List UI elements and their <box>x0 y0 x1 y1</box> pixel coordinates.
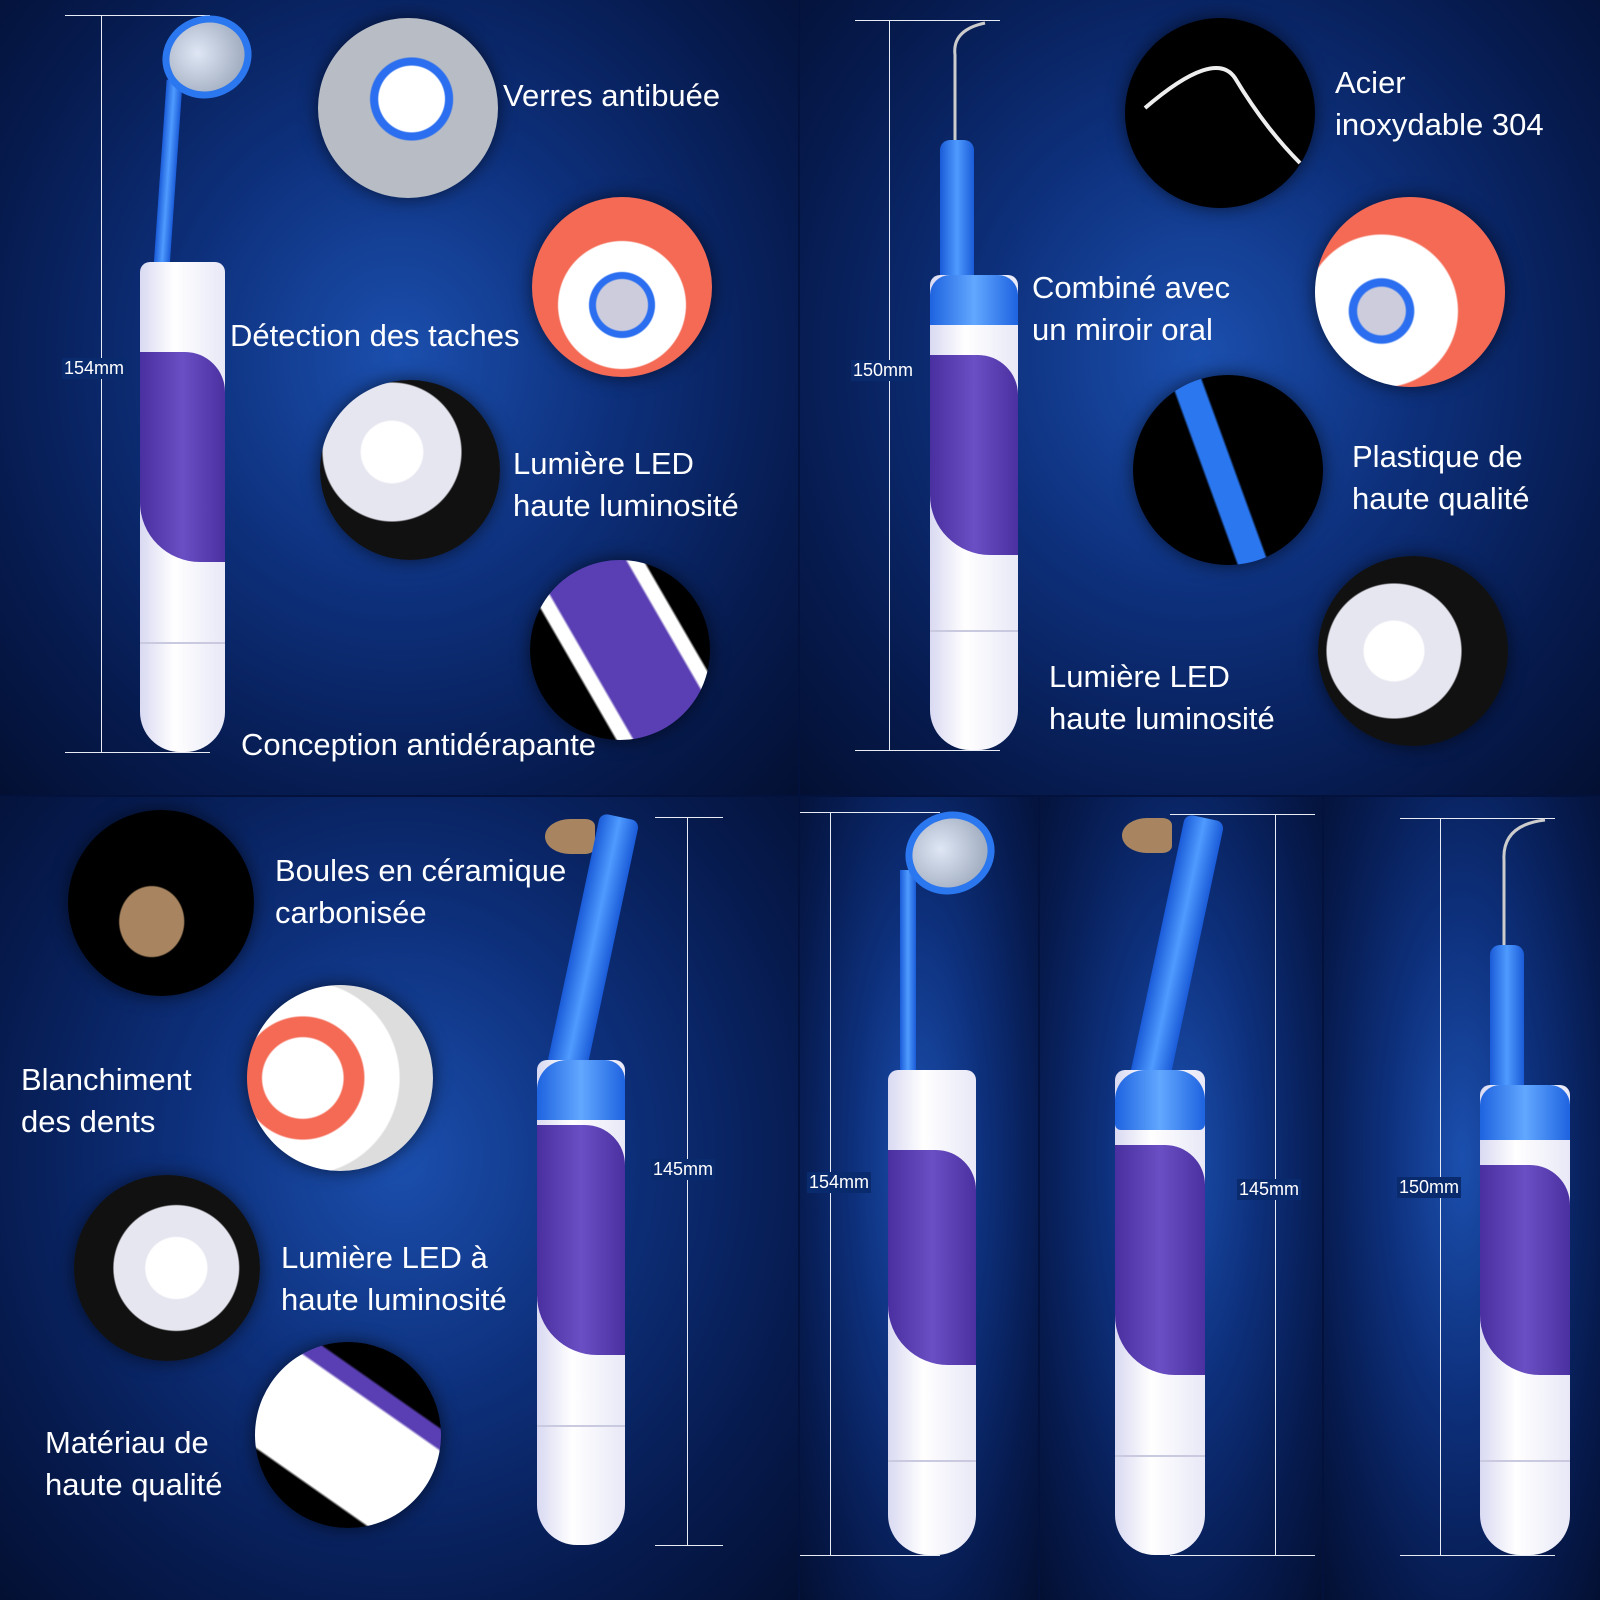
feature-antifog: Verres antibuée <box>503 78 721 113</box>
feature-image-antifog <box>318 18 498 198</box>
feature-plastic: Plastique de haute qualité <box>1352 439 1530 516</box>
ceramic-tip <box>545 819 595 854</box>
length-label-polisher: 145mm <box>1237 1179 1302 1200</box>
tool-handle <box>1115 1070 1205 1555</box>
feature-combined: Combiné avec un miroir oral <box>1032 270 1231 347</box>
feature-whitening: Blanchiment des dents <box>21 1062 192 1139</box>
feature-stain-detection: Détection des taches <box>230 318 520 353</box>
tool-handle <box>140 262 225 752</box>
tool-handle <box>888 1070 976 1555</box>
panel-mirror: 154mm Verres antibuée Détection des tach… <box>0 0 798 795</box>
feature-led: Lumière LED haute luminosité <box>1049 659 1275 736</box>
feature-led: Lumière LED haute luminosité <box>513 446 739 523</box>
panel-probe: 150mm Acier inoxydable 304 Combiné avec … <box>800 0 1600 795</box>
panel-polisher: 145mm Boules en céramique carbonisée Bla… <box>0 797 798 1600</box>
feature-ceramic: Boules en céramique carbonisée <box>275 853 567 930</box>
length-label: 145mm <box>651 1159 716 1180</box>
length-label: 154mm <box>62 358 127 379</box>
feature-antislip: Conception antidérapante <box>241 727 597 762</box>
probe-tip <box>953 21 986 140</box>
tool-handle <box>930 275 1018 750</box>
feature-material: Matériau de haute qualité <box>45 1425 223 1502</box>
feature-led: Lumière LED à haute luminosité <box>281 1240 507 1317</box>
length-label: 150mm <box>851 360 916 381</box>
tool-handle <box>1480 1085 1570 1555</box>
length-label-mirror: 154mm <box>807 1172 872 1193</box>
tool-handle <box>537 1060 625 1545</box>
feature-steel: Acier inoxydable 304 <box>1335 65 1544 142</box>
length-label-probe: 150mm <box>1397 1177 1462 1198</box>
